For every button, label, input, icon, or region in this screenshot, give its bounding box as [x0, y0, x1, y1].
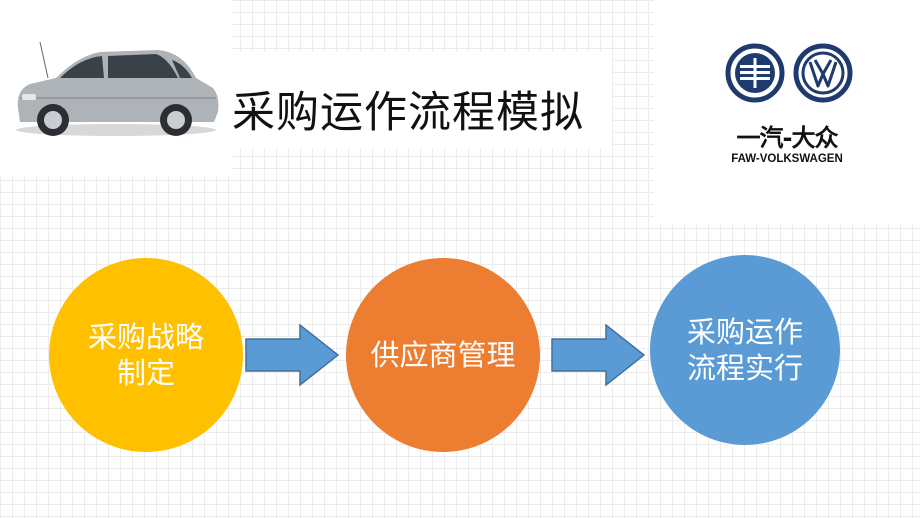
- volkswagen-emblem-icon: [793, 43, 853, 103]
- page-title: 采购运作流程模拟: [232, 88, 584, 138]
- car-image: [16, 41, 219, 136]
- step-procurement-execution: 采购运作 流程实行: [650, 255, 840, 445]
- step-label: 采购战略 制定: [87, 319, 204, 390]
- faw-emblem-icon: [725, 43, 785, 103]
- step-procurement-strategy: 采购战略 制定: [49, 258, 243, 452]
- logo-chinese-text: 一汽-大众: [736, 124, 839, 152]
- arrow-right-icon: [245, 323, 340, 387]
- logo-english-text: FAW-VOLKSWAGEN: [731, 153, 843, 165]
- step-label: 采购运作 流程实行: [686, 314, 803, 385]
- step-label: 供应商管理: [370, 337, 516, 372]
- title-white-panel: [232, 52, 612, 148]
- logo-white-panel: [654, 0, 920, 224]
- faw-volkswagen-logo: [725, 43, 853, 103]
- arrow-right-icon: [551, 323, 646, 387]
- step-supplier-management: 供应商管理: [346, 258, 540, 452]
